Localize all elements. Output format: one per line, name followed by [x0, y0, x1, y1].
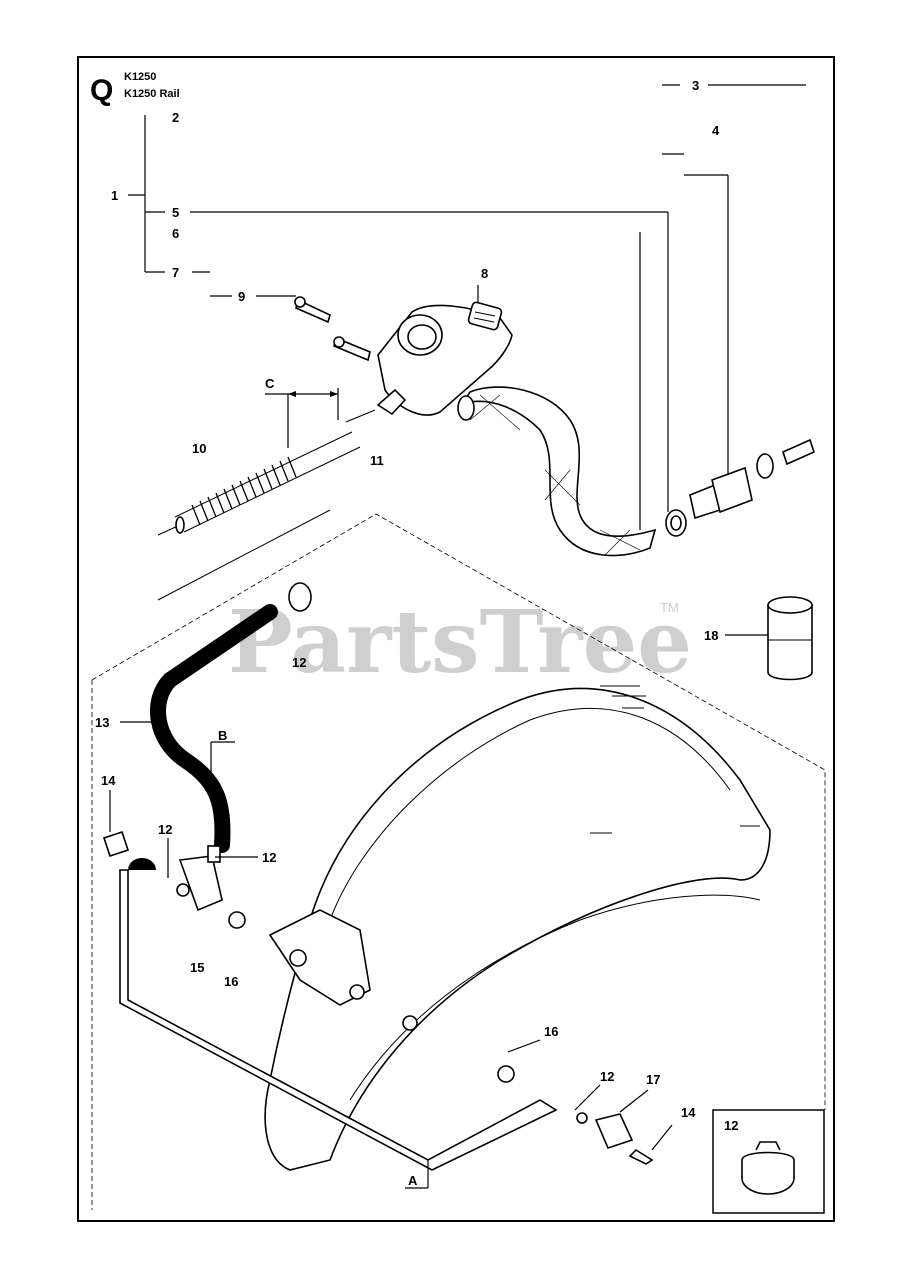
assembly-outline: [91, 509, 826, 1210]
callout-15: 15: [190, 960, 204, 975]
callout-16a: 16: [224, 974, 238, 989]
hose-coupling-part: [725, 596, 813, 681]
ref-b: B: [218, 728, 227, 743]
callout-6: 6: [172, 226, 179, 241]
callout-12d: 12: [600, 1069, 614, 1084]
callout-13: 13: [95, 715, 109, 730]
ref-c: C: [265, 376, 275, 391]
callout-11: 11: [370, 453, 384, 468]
handle-valve-part: [294, 296, 513, 416]
callout-7: 7: [172, 265, 179, 280]
lower-leader-lines: [109, 741, 673, 1189]
blade-guard-part: [264, 685, 771, 1171]
callout-2: 2: [172, 110, 179, 125]
callout-12a: 12: [292, 655, 306, 670]
inset-label: 12: [724, 1118, 738, 1133]
callout-4: 4: [712, 123, 720, 138]
callout-12b: 12: [158, 822, 172, 837]
callout-8: 8: [481, 266, 488, 281]
callout-14a: 14: [101, 773, 116, 788]
callout-3: 3: [692, 78, 699, 93]
diagram-frame: [77, 56, 835, 1222]
callout-10: 10: [192, 441, 206, 456]
dimension-c: [265, 388, 339, 448]
callout-1: 1: [111, 188, 118, 203]
callout-14b: 14: [681, 1105, 696, 1120]
callout-5: 5: [172, 205, 179, 220]
rail-pipe-part: [102, 830, 654, 1171]
callout-18: 18: [704, 628, 718, 643]
spring-tube-part: [157, 409, 376, 536]
black-hose-part: [120, 582, 312, 853]
callout-17: 17: [646, 1072, 660, 1087]
water-hose-part: [457, 386, 657, 557]
callout-16b: 16: [544, 1024, 558, 1039]
inset-clamp-detail: [712, 1109, 825, 1214]
top-leader-lines: [128, 84, 806, 530]
model-line-1: K1250: [124, 71, 156, 83]
section-letter: Q: [90, 74, 113, 107]
callout-9: 9: [238, 289, 245, 304]
ref-a: A: [408, 1173, 418, 1188]
callout-12c: 12: [262, 850, 276, 865]
watermark-trademark: TM: [660, 600, 679, 615]
model-line-2: K1250 Rail: [124, 88, 180, 100]
hose-fittings: [665, 438, 815, 537]
